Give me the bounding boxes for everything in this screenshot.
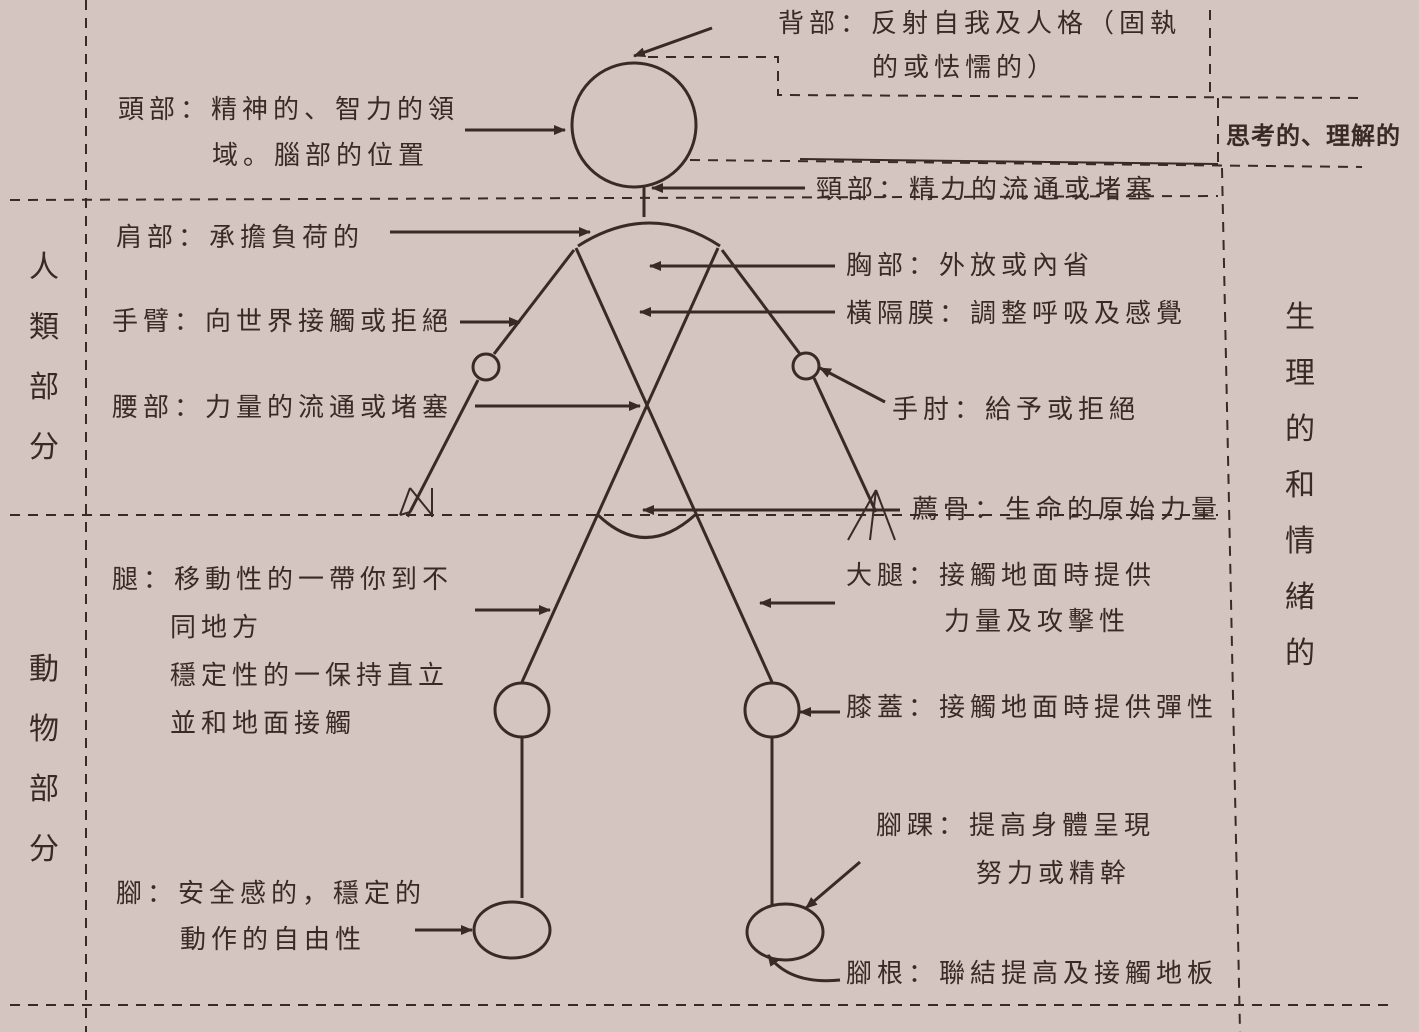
region-char: 和 bbox=[1285, 468, 1315, 503]
physiological-region-label: 生 理 的 和 情 緒 的 bbox=[1280, 290, 1320, 682]
head-region-line bbox=[9, 195, 1219, 201]
left-foot bbox=[472, 900, 552, 960]
ankle-label-line1: 腳踝：提高身體呈現 bbox=[876, 811, 1156, 841]
leg-label-line2: 同地方 bbox=[170, 613, 264, 643]
region-char: 情 bbox=[1285, 524, 1315, 559]
leg-label-line4: 並和地面接觸 bbox=[170, 709, 357, 739]
sacrum-label: 薦骨：生命的原始力量 bbox=[912, 495, 1223, 525]
shoulder-label: 肩部：承擔負荷的 bbox=[116, 223, 365, 253]
region-char: 部 bbox=[29, 772, 59, 807]
region-char: 人 bbox=[29, 250, 59, 285]
human-part-label: 人 類 部 分 bbox=[24, 238, 64, 478]
left-hand-finger bbox=[399, 487, 411, 516]
region-char: 的 bbox=[1285, 636, 1315, 671]
right-torso-line bbox=[520, 247, 720, 683]
left-hand-finger bbox=[409, 487, 433, 516]
shoulder-curve bbox=[577, 221, 721, 248]
cognitive-region-label: 思考的、理解的 bbox=[1226, 122, 1401, 150]
head-label-line2: 域。腦部的位置 bbox=[212, 141, 430, 171]
right-divider bbox=[1221, 167, 1241, 1032]
waist-label: 腰部：力量的流通或堵塞 bbox=[112, 393, 454, 423]
arrows bbox=[390, 26, 900, 983]
hands bbox=[399, 487, 896, 541]
right-forearm bbox=[812, 377, 878, 513]
heel-label: 腳根：聯結提高及接觸地板 bbox=[846, 959, 1219, 989]
back-arrow bbox=[633, 26, 713, 58]
leg-label-line3: 穩定性的一保持直立 bbox=[170, 661, 450, 691]
heel-arrow bbox=[766, 954, 841, 983]
left-hand-finger bbox=[407, 511, 411, 518]
pelvis-curve bbox=[596, 513, 697, 539]
back-label-line1: 背部：反射自我及人格（固執 bbox=[778, 9, 1182, 39]
right-hand-finger bbox=[869, 489, 877, 541]
diaphragm-label: 橫隔膜：調整呼吸及感覺 bbox=[846, 299, 1188, 329]
left-knee-circle bbox=[493, 681, 551, 739]
ankle-label-line2: 努力或精幹 bbox=[976, 859, 1132, 889]
left-hand-finger bbox=[399, 511, 411, 516]
region-char: 動 bbox=[29, 652, 59, 687]
region-char: 緒 bbox=[1285, 580, 1315, 615]
head-solid-line bbox=[799, 158, 1219, 165]
region-char: 分 bbox=[29, 832, 59, 867]
elbow-arrow bbox=[819, 366, 886, 404]
human-figure bbox=[408, 61, 878, 962]
region-char: 分 bbox=[29, 430, 59, 465]
foot-label-line2: 動作的自由性 bbox=[180, 925, 367, 955]
elbow-label: 手肘：給予或拒絕 bbox=[892, 395, 1141, 425]
right-hand-finger bbox=[875, 489, 896, 541]
left-torso-line bbox=[574, 247, 774, 683]
head-label-line1: 頭部：精神的、智力的領 bbox=[118, 95, 460, 125]
region-char: 部 bbox=[29, 370, 59, 405]
region-char: 類 bbox=[29, 310, 59, 345]
head-circle bbox=[570, 61, 698, 189]
neck-label: 頸部：精力的流通或堵塞 bbox=[816, 175, 1158, 205]
left-forearm bbox=[408, 379, 480, 513]
region-char: 物 bbox=[29, 712, 59, 747]
right-knee-circle bbox=[743, 681, 801, 739]
region-char: 的 bbox=[1285, 412, 1315, 447]
leg-label-line1: 腿：移動性的一帶你到不 bbox=[112, 565, 454, 595]
thigh-label-line2: 力量及攻擊性 bbox=[944, 607, 1131, 637]
right-foot bbox=[745, 902, 825, 962]
right-hand-finger bbox=[847, 489, 877, 541]
foot-label-line1: 腳：安全感的，穩定的 bbox=[116, 879, 427, 909]
knee-label: 膝蓋：接觸地面時提供彈性 bbox=[846, 693, 1219, 723]
right-elbow-circle bbox=[791, 351, 821, 381]
region-char: 理 bbox=[1285, 356, 1315, 391]
chest-label: 胸部：外放或內省 bbox=[846, 251, 1095, 281]
back-label-line2: 的或怯懦的） bbox=[872, 53, 1059, 83]
ankle-arrow bbox=[805, 860, 861, 910]
region-dividers bbox=[9, 0, 1390, 1032]
thigh-label-line1: 大腿：接觸地面時提供 bbox=[846, 561, 1157, 591]
animal-part-label: 動 物 部 分 bbox=[24, 640, 64, 880]
back-bracket bbox=[648, 56, 1363, 99]
arm-label: 手臂：向世界接觸或拒絕 bbox=[112, 307, 454, 337]
head-bracket bbox=[689, 159, 1363, 168]
left-upper-arm bbox=[492, 249, 576, 355]
left-elbow-circle bbox=[471, 352, 501, 382]
region-char: 生 bbox=[1285, 300, 1315, 335]
